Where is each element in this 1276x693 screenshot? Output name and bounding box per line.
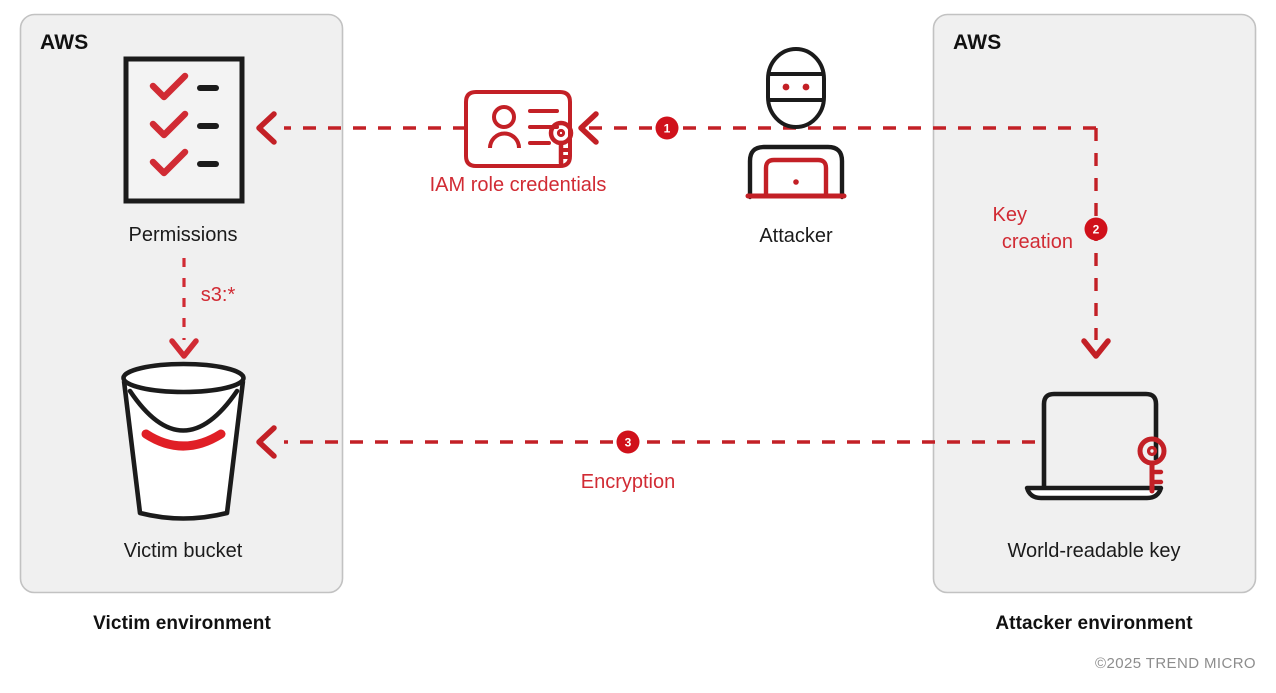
key-creation-label-line1: Key [992,204,1027,226]
step-badge-3-number: 3 [625,436,632,450]
bucket-icon [121,361,246,521]
copyright-footer: ©2025 TREND MICRO [1095,655,1256,672]
s3-permission-label: s3:* [200,284,236,306]
flow-1-connector [256,111,1096,145]
world-readable-key-label: World-readable key [1007,540,1181,562]
laptop-key-icon [1024,391,1167,501]
key-creation-label-line2: creation [1001,231,1073,253]
victim-bucket-label: Victim bucket [123,540,243,562]
victim-panel-tag: AWS [40,31,89,54]
victim-environment-caption: Victim environment [93,613,271,634]
attacker-panel-tag: AWS [953,31,1002,54]
permissions-label: Permissions [128,224,238,246]
step-badge-1: 1 [655,116,679,140]
masked-attacker-icon [745,47,847,200]
checklist-icon [123,56,245,204]
encryption-label: Encryption [580,471,676,493]
step-badge-2: 2 [1084,217,1108,241]
step-badge-3: 3 [616,430,640,454]
iam-role-credentials-label: IAM role credentials [429,174,607,196]
id-card-key-icon [464,90,574,168]
step-badge-1-number: 1 [664,122,671,136]
attacker-label: Attacker [759,225,833,247]
step-badge-2-number: 2 [1093,223,1100,237]
s3-flow-arrow [169,258,199,359]
flow-3-connector [256,425,1035,459]
attacker-environment-caption: Attacker environment [995,613,1193,634]
